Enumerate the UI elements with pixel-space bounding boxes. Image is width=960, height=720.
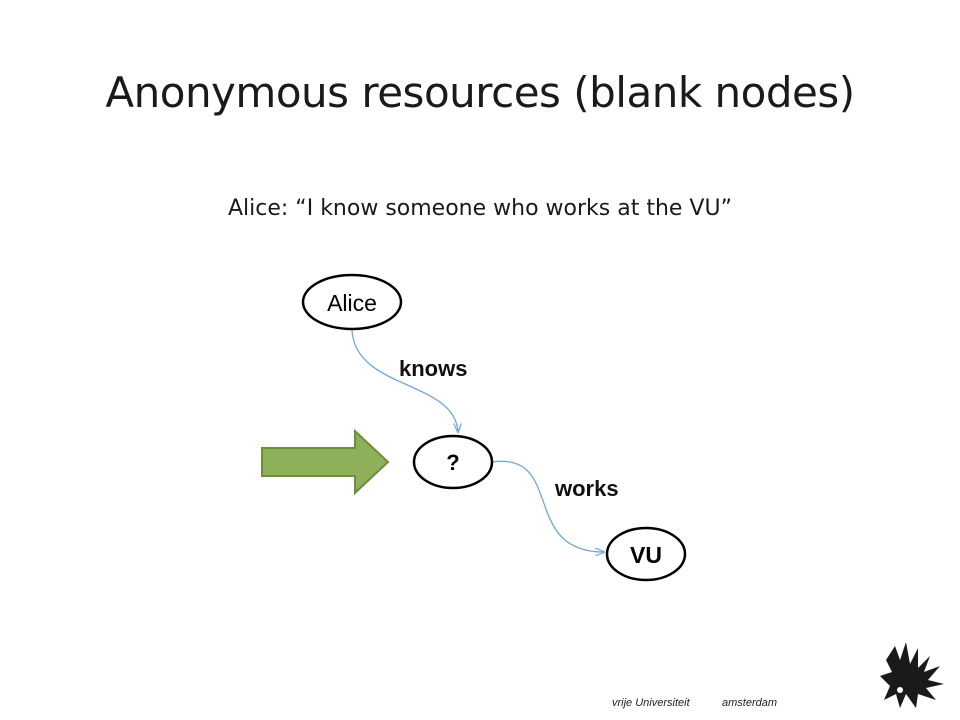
node-alice-label: Alice (327, 290, 377, 316)
node-alice: Alice (301, 273, 403, 331)
footer-city: amsterdam (722, 697, 778, 709)
node-blank-label: ? (446, 450, 459, 475)
node-vu-label: VU (630, 542, 662, 568)
green-arrow-icon (261, 428, 390, 496)
edge-knows (351, 329, 458, 432)
edge-works-label: works (554, 476, 619, 501)
edge-knows-label: knows (399, 356, 467, 381)
node-vu: VU (605, 526, 687, 582)
edge-works (491, 460, 604, 552)
slide-title: Anonymous resources (blank nodes) (105, 68, 855, 117)
footer-university: vrije Universiteit (612, 697, 690, 709)
griffin-logo-icon (880, 642, 944, 708)
slide-subtitle: Alice: “I know someone who works at the … (228, 196, 732, 221)
node-blank: ? (412, 434, 494, 490)
